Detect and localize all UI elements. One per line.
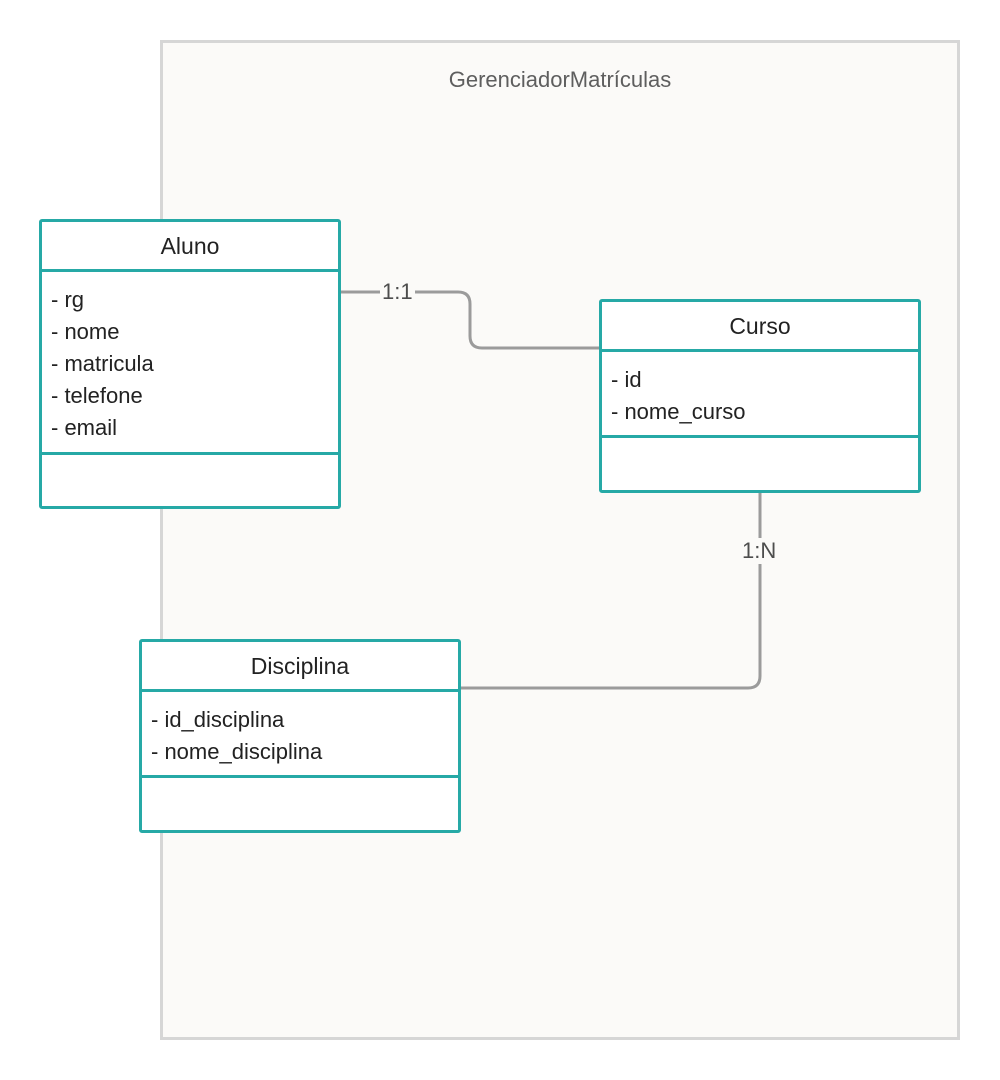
class-curso-name: Curso — [602, 302, 918, 352]
attribute-item: - nome_curso — [611, 399, 746, 424]
connector-curso-disciplina[interactable] — [460, 492, 762, 690]
class-aluno-attributes: - rg - nome - matricula - telefone - ema… — [42, 272, 338, 455]
attribute-item: - id — [611, 367, 642, 392]
class-curso[interactable]: Curso - id - nome_curso — [599, 299, 921, 493]
attribute-item: - rg — [51, 287, 84, 312]
attribute-item: - nome_disciplina — [151, 739, 323, 764]
package-title: GerenciadorMatrículas — [448, 67, 672, 92]
class-disciplina-attributes: - id_disciplina - nome_disciplina — [142, 692, 458, 778]
attribute-item: - telefone — [51, 383, 143, 408]
connector-aluno-curso[interactable] — [340, 290, 600, 350]
attribute-item: - id_disciplina — [151, 707, 285, 732]
relation-label-curso-disciplina: 1:N — [740, 538, 779, 564]
class-curso-attributes: - id - nome_curso — [602, 352, 918, 438]
class-disciplina[interactable]: Disciplina - id_disciplina - nome_discip… — [139, 639, 461, 833]
package-gerenciador-matriculas: GerenciadorMatrículas — [160, 40, 960, 1040]
relation-label-aluno-curso: 1:1 — [380, 279, 415, 305]
attribute-item: - email — [51, 415, 118, 440]
class-disciplina-name: Disciplina — [142, 642, 458, 692]
attribute-item: - nome — [51, 319, 120, 344]
class-aluno-name: Aluno — [42, 222, 338, 272]
class-aluno[interactable]: Aluno - rg - nome - matricula - telefone… — [39, 219, 341, 509]
attribute-item: - matricula — [51, 351, 154, 376]
